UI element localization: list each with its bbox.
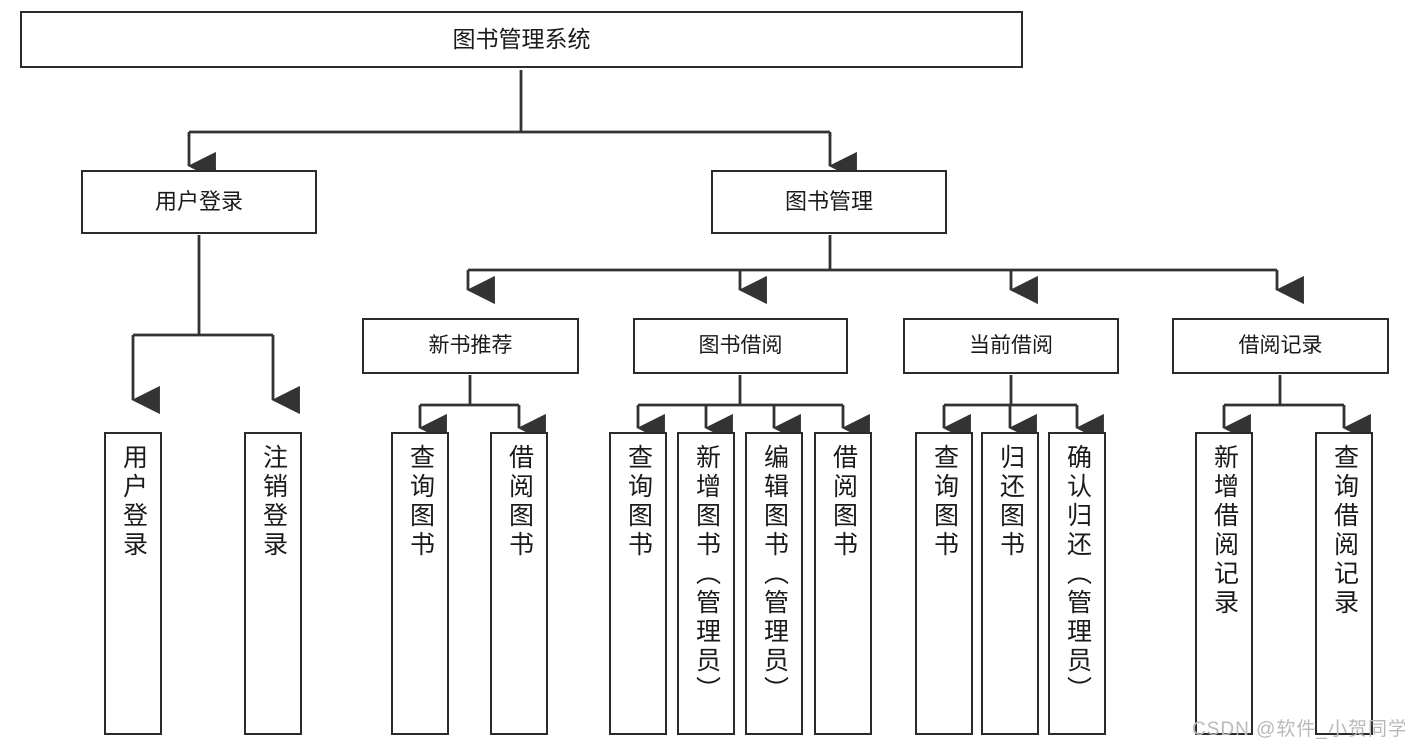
node-root-book-management-system[interactable]: 图书管理系统 [20, 11, 1023, 68]
node-leaf-query-book-current[interactable]: 查询图书 [915, 432, 973, 735]
node-leaf-add-borrow-record[interactable]: 新增借阅记录 [1195, 432, 1253, 735]
node-leaf-user-login[interactable]: 用户登录 [104, 432, 162, 735]
node-user-login-label: 用户登录 [154, 188, 243, 214]
node-current-borrow-label: 当前借阅 [969, 334, 1053, 358]
node-borrow-record[interactable]: 借阅记录 [1172, 318, 1389, 374]
node-leaf-logout-login-label: 注销登录 [259, 444, 288, 560]
node-leaf-edit-book[interactable]: 编辑图书（管理员） [745, 432, 803, 735]
node-leaf-borrow-book-recommend[interactable]: 借阅图书 [490, 432, 548, 735]
node-leaf-query-book-recommend[interactable]: 查询图书 [391, 432, 449, 735]
node-leaf-edit-book-label: 编辑图书（管理员） [760, 444, 789, 705]
node-book-borrow[interactable]: 图书借阅 [633, 318, 848, 374]
node-leaf-confirm-return[interactable]: 确认归还（管理员） [1048, 432, 1106, 735]
node-leaf-borrow-book-label: 借阅图书 [829, 444, 858, 560]
node-leaf-confirm-return-label: 确认归还（管理员） [1063, 444, 1092, 705]
node-leaf-return-book[interactable]: 归还图书 [981, 432, 1039, 735]
node-current-borrow[interactable]: 当前借阅 [903, 318, 1119, 374]
node-leaf-query-book-current-label: 查询图书 [930, 444, 959, 560]
node-leaf-user-login-label: 用户登录 [119, 444, 148, 560]
node-leaf-add-book-label: 新增图书（管理员） [692, 444, 721, 705]
node-borrow-record-label: 借阅记录 [1238, 334, 1323, 358]
node-leaf-add-borrow-record-label: 新增借阅记录 [1210, 444, 1239, 618]
node-leaf-query-borrow-record-label: 查询借阅记录 [1330, 444, 1359, 618]
node-book-borrow-label: 图书借阅 [698, 334, 783, 358]
csdn-watermark: CSDN @软件_小贺同学 [1192, 719, 1405, 740]
node-leaf-borrow-book[interactable]: 借阅图书 [814, 432, 872, 735]
node-book-management-label: 图书管理 [784, 188, 873, 214]
node-leaf-query-book-borrow-label: 查询图书 [624, 444, 653, 560]
node-leaf-logout-login[interactable]: 注销登录 [244, 432, 302, 735]
node-user-login[interactable]: 用户登录 [81, 170, 317, 234]
node-leaf-query-borrow-record[interactable]: 查询借阅记录 [1315, 432, 1373, 735]
node-leaf-add-book[interactable]: 新增图书（管理员） [677, 432, 735, 735]
node-leaf-borrow-book-recommend-label: 借阅图书 [505, 444, 534, 560]
node-leaf-query-book-borrow[interactable]: 查询图书 [609, 432, 667, 735]
node-new-book-recommend-label: 新书推荐 [428, 334, 513, 358]
node-leaf-return-book-label: 归还图书 [996, 444, 1025, 560]
node-leaf-query-book-recommend-label: 查询图书 [406, 444, 435, 560]
node-book-management[interactable]: 图书管理 [711, 170, 947, 234]
node-new-book-recommend[interactable]: 新书推荐 [362, 318, 579, 374]
node-root-label: 图书管理系统 [452, 25, 591, 52]
